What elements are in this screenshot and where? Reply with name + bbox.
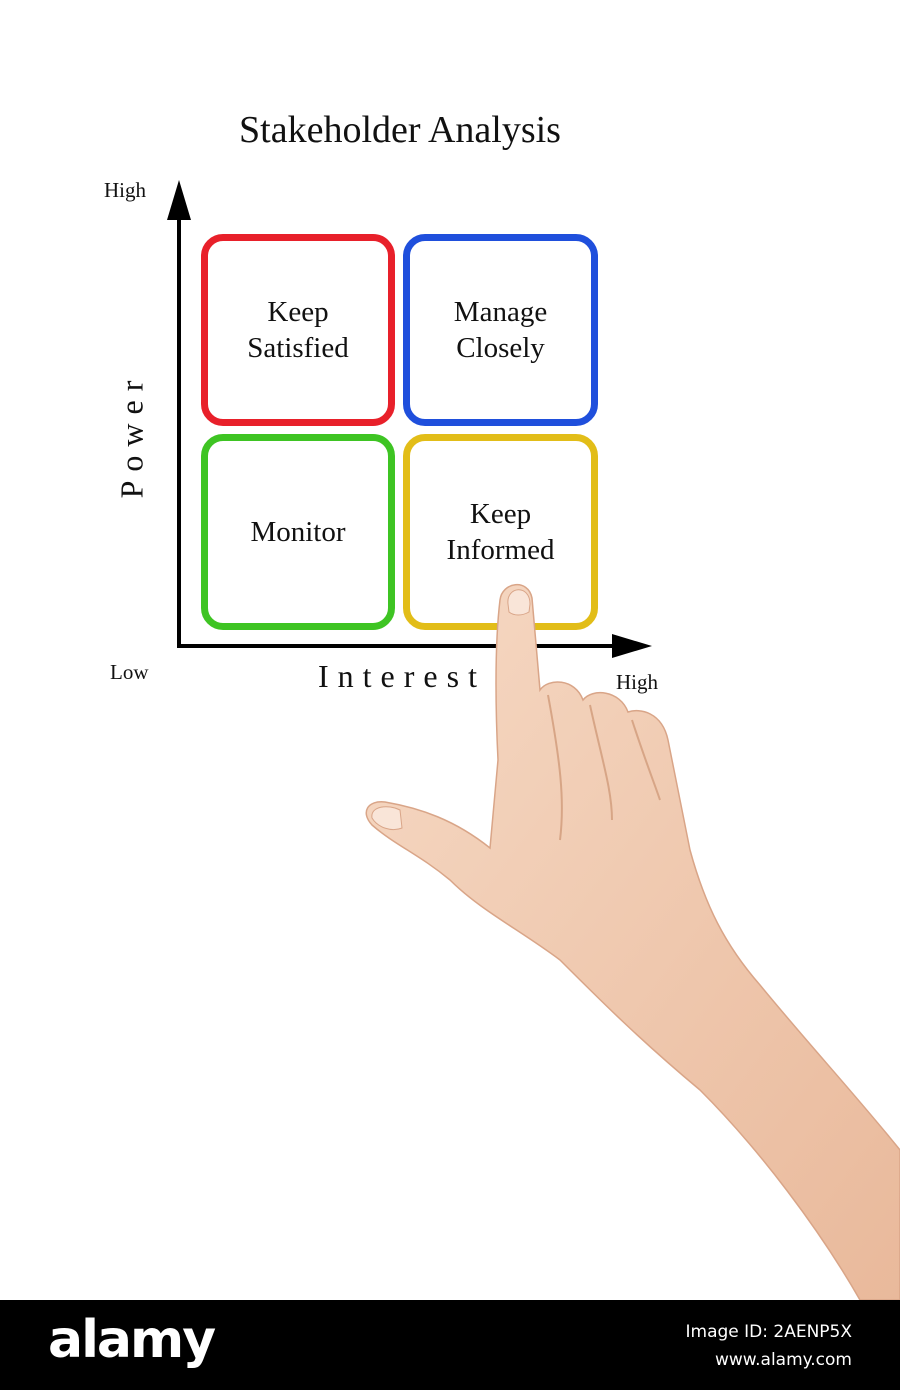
hand-shape (365, 583, 900, 1300)
thumbnail-icon (371, 806, 403, 831)
quadrant-label: Keep Informed (446, 498, 555, 566)
brand-logo: alamy (48, 1310, 216, 1370)
x-axis-arrowhead (612, 634, 652, 658)
site-url-text: www.alamy.com (714, 1350, 852, 1370)
quadrant-keep-satisfied: Keep Satisfied (201, 234, 395, 426)
image-id-text: Image ID: 2AENP5X (685, 1322, 853, 1342)
finger-crease (589, 704, 613, 821)
finger-crease (631, 719, 661, 801)
y-axis-arrowhead (167, 180, 191, 220)
quadrant-label: Manage Closely (453, 296, 548, 364)
quadrant-label: Monitor (250, 516, 346, 548)
quadrant-label: Keep Satisfied (247, 296, 349, 364)
axes (167, 180, 652, 658)
x-axis-low-label: Low (110, 660, 149, 684)
diagram-title: Stakeholder Analysis (239, 109, 561, 151)
pointing-hand-image (365, 583, 900, 1300)
quadrant-monitor: Monitor (201, 434, 395, 630)
y-axis-high-label: High (104, 178, 146, 202)
interest-axis-title: Interest (318, 658, 486, 694)
x-axis-high-label: High (616, 670, 658, 694)
footer-bar: alamy Image ID: 2AENP5X www.alamy.com (0, 1300, 900, 1390)
fingernail-icon (507, 589, 531, 616)
quadrant-manage-closely: Manage Closely (403, 234, 598, 426)
finger-crease (547, 694, 563, 841)
